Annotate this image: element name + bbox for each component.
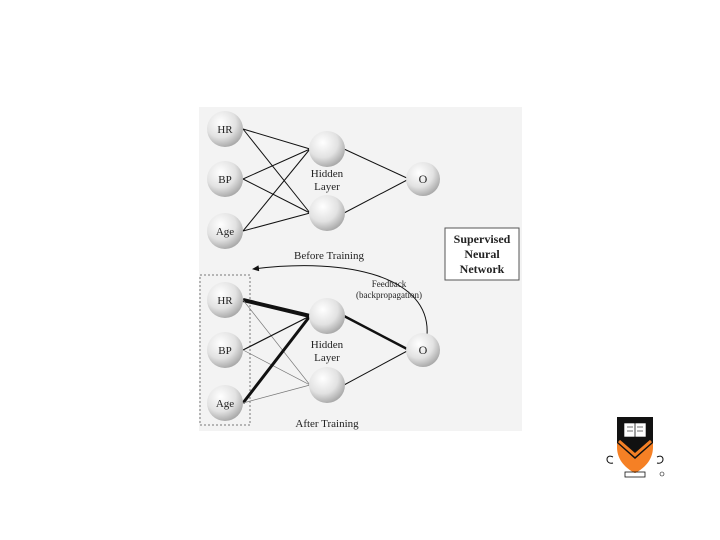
- title-line3: Network: [460, 262, 505, 276]
- feedback-label-line1: Feedback: [372, 279, 407, 289]
- edge-bp-h1: [242, 148, 311, 180]
- neural-network-figure: HR BP Age Hidden Layer O Before Training…: [199, 107, 522, 431]
- edge-age-h1: [242, 148, 311, 232]
- feedback-arrow: [252, 265, 428, 336]
- edge-age-h1-strong: [241, 315, 312, 404]
- shield-chevron: [617, 443, 653, 473]
- edge-bp-h2-weak: [242, 349, 311, 386]
- university-shield-logo: [603, 413, 667, 479]
- edge-hr-h2-weak: [242, 299, 311, 386]
- hidden-layer-label-line1: Hidden: [311, 168, 344, 180]
- input-label-bp: BP: [218, 174, 231, 186]
- shield-chevron-stripe: [618, 439, 652, 457]
- shield-ribbon-right: [656, 455, 664, 464]
- input-label-hr-after: HR: [217, 295, 233, 307]
- input-label-age: Age: [216, 226, 234, 238]
- shield-ribbon-left: [606, 455, 614, 464]
- before-training-caption: Before Training: [294, 250, 364, 262]
- input-node-hr: [207, 111, 243, 147]
- network-diagram: HR BP Age Hidden Layer O Before Training…: [199, 107, 522, 431]
- edge-hr-h2: [242, 128, 311, 214]
- input-node-bp: [207, 161, 243, 197]
- before-connections: [242, 128, 410, 232]
- input-node-bp-after: [207, 332, 243, 368]
- input-node-hr-after: [207, 282, 243, 318]
- hidden-layer-label-after-line2: Layer: [314, 352, 340, 364]
- edge-h1-out: [343, 148, 410, 180]
- hidden-node-1-after: [309, 298, 345, 334]
- hidden-layer-label-after-line1: Hidden: [311, 339, 344, 351]
- registered-mark: [659, 471, 665, 477]
- after-connections: [241, 298, 410, 404]
- before-training-network: HR BP Age Hidden Layer O Before Training: [207, 111, 440, 262]
- edge-age-h2: [242, 212, 311, 232]
- edge-hr-h1: [242, 128, 311, 150]
- hidden-node-1: [309, 131, 345, 167]
- title-box-frame: [444, 227, 520, 281]
- after-training-network: HR BP Age Hidden Layer O Feedback (backp…: [199, 265, 440, 430]
- input-node-age: [207, 213, 243, 249]
- shield-banner: [624, 471, 646, 478]
- output-label: O: [419, 172, 428, 186]
- edge-bp-h2: [242, 178, 311, 214]
- title-line1: Supervised: [454, 232, 511, 246]
- hidden-node-2: [309, 195, 345, 231]
- input-label-bp-after: BP: [218, 345, 231, 357]
- hidden-layer-label-line2: Layer: [314, 181, 340, 193]
- title-line2: Neural: [464, 247, 500, 261]
- input-label-hr: HR: [217, 124, 233, 136]
- hidden-node-2-after: [309, 367, 345, 403]
- edge-bp-h1: [242, 315, 311, 351]
- input-label-age-after: Age: [216, 398, 234, 410]
- title-box: Supervised Neural Network: [444, 227, 520, 281]
- edge-h2-out: [343, 178, 410, 214]
- edge-age-h2-weak: [242, 384, 311, 404]
- edge-hr-h1-strong: [242, 298, 311, 318]
- after-training-caption: After Training: [295, 418, 359, 430]
- edge-h1-out-strong: [343, 314, 410, 352]
- edge-h2-out: [343, 349, 410, 386]
- output-node-after: [406, 333, 440, 367]
- feedback-label-line2: (backpropagation): [356, 290, 422, 300]
- shield-icon: [606, 417, 665, 478]
- output-node: [406, 162, 440, 196]
- input-group-box: [199, 274, 251, 426]
- output-label-after: O: [419, 343, 428, 357]
- input-node-age-after: [207, 385, 243, 421]
